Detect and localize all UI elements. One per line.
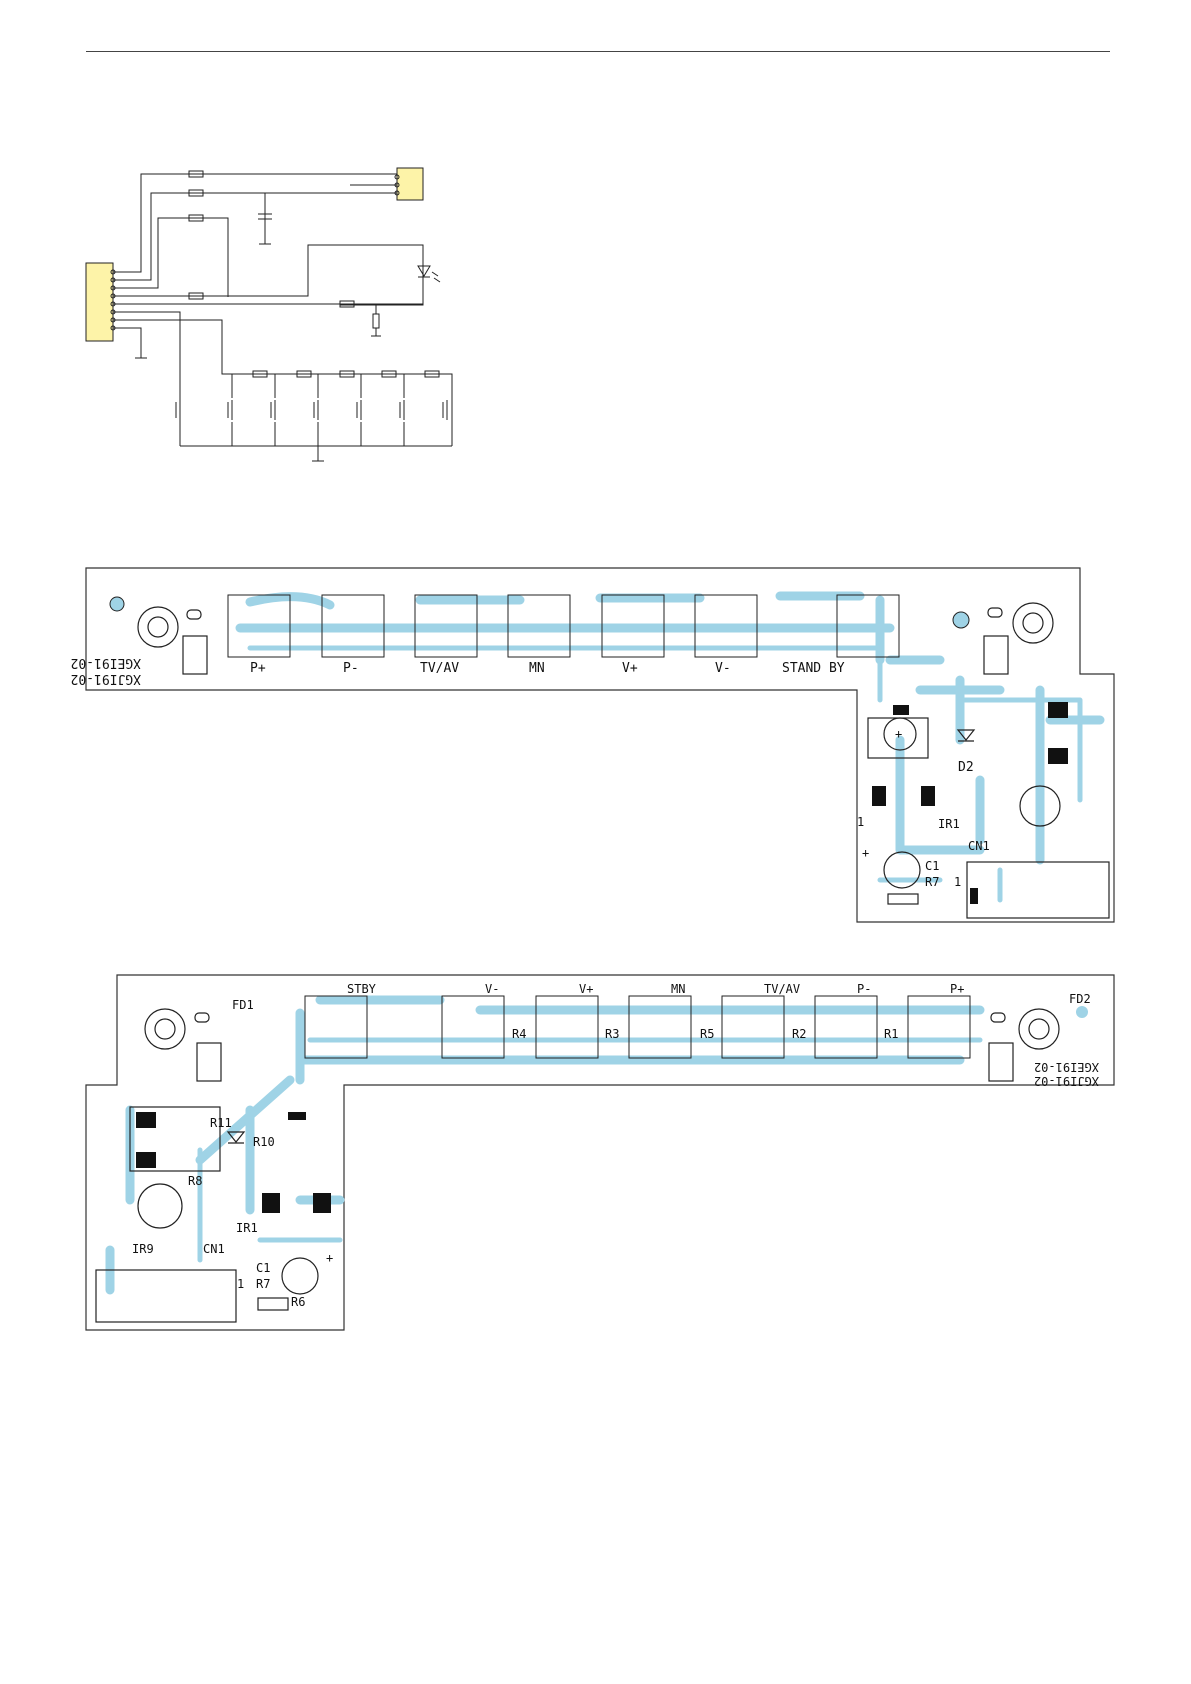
board2-r3: R3 <box>605 1027 619 1041</box>
switch-array <box>176 374 452 461</box>
board2-btn-p-minus: P- <box>857 982 871 996</box>
board2-r1: R1 <box>884 1027 898 1041</box>
board1-btn-p-plus: P+ <box>250 661 266 676</box>
board2-pin1: 1 <box>237 1277 244 1291</box>
pcb-board-1: P+ P- TV/AV MN V+ V- STAND BY XGEI91-02 … <box>71 568 1114 922</box>
board2-btn-v-minus: V- <box>485 982 499 996</box>
board1-ir1: IR1 <box>938 817 960 831</box>
board2-plus: + <box>326 1251 333 1265</box>
board1-r7: R7 <box>925 875 939 889</box>
board1-c1: C1 <box>925 859 939 873</box>
connector-led <box>397 168 423 200</box>
board2-fd2: FD2 <box>1069 992 1091 1006</box>
board1-cn1: CN1 <box>968 839 990 853</box>
board2-r11: R11 <box>210 1116 232 1130</box>
board2-ir9: IR9 <box>132 1242 154 1256</box>
board2-btn-stby: STBY <box>347 982 377 996</box>
board2-r5: R5 <box>700 1027 714 1041</box>
board2-btn-v-plus: V+ <box>579 982 593 996</box>
board2-fd1: FD1 <box>232 998 254 1012</box>
board1-btn-mn: MN <box>529 661 545 676</box>
board1-btn-p-minus: P- <box>343 661 359 676</box>
led-symbol <box>418 266 430 277</box>
board1-btn-v-plus: V+ <box>622 661 638 676</box>
board2-r8: R8 <box>188 1174 202 1188</box>
board1-btn-standby: STAND BY <box>782 661 845 676</box>
board2-code-top: XGEI91-02 <box>1034 1060 1099 1074</box>
board1-btn-tvav: TV/AV <box>420 661 459 676</box>
board2-r4: R4 <box>512 1027 526 1041</box>
board1-plus-b: + <box>862 846 869 860</box>
board2-r7: R7 <box>256 1277 270 1291</box>
board2-cn1: CN1 <box>203 1242 225 1256</box>
board2-r10: R10 <box>253 1135 275 1149</box>
board2-btn-tvav: TV/AV <box>764 982 800 996</box>
board1-code-bottom: XGJI91-02 <box>71 671 141 686</box>
board1-d2: D2 <box>958 760 974 775</box>
board2-r6: R6 <box>291 1295 305 1309</box>
board2-ir1: IR1 <box>236 1221 258 1235</box>
board1-plus-a: + <box>895 727 902 741</box>
board1-pin1-a: 1 <box>857 815 864 829</box>
schematic <box>86 168 452 461</box>
board2-code-bottom: XGJI91-02 <box>1034 1074 1099 1088</box>
board2-btn-p-plus: P+ <box>950 982 964 996</box>
wire-top <box>113 174 397 272</box>
board2-c1: C1 <box>256 1261 270 1275</box>
board1-pin1-b: 1 <box>954 875 961 889</box>
pcb-board-2: FD1 FD2 STBY V- V+ MN TV/AV P- P+ R4 R3 … <box>86 975 1114 1330</box>
board2-btn-mn: MN <box>671 982 685 996</box>
board1-code-top: XGEI91-02 <box>71 655 141 670</box>
board1-btn-v-minus: V- <box>715 661 731 676</box>
connector-main <box>86 263 113 341</box>
board2-r2: R2 <box>792 1027 806 1041</box>
